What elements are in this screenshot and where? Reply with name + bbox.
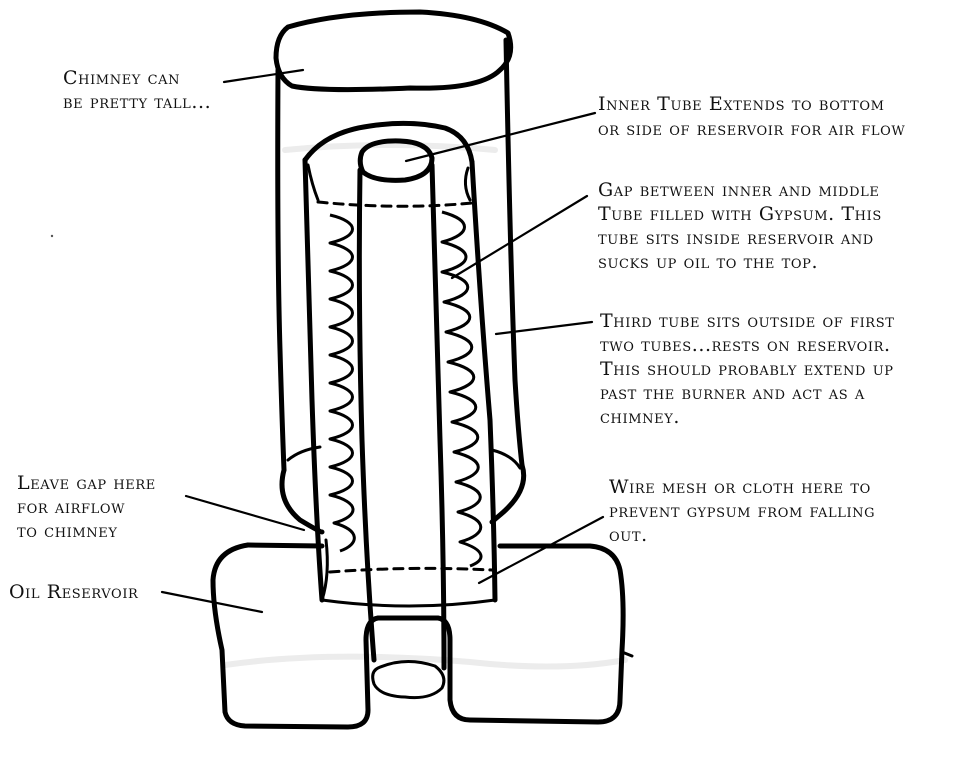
label-gap-gypsum: Gap between inner and middle Tube filled…: [598, 179, 888, 273]
label-wire-mesh: Wire mesh or cloth here to prevent gypsu…: [609, 476, 882, 546]
label-third-tube: Third tube sits outside of first two tub…: [600, 310, 901, 428]
leader-oil-reservoir: [160, 590, 264, 614]
wire-mesh-line: [328, 566, 494, 574]
oil-reservoir-shape: [210, 542, 634, 730]
leader-inner-tube: [404, 111, 597, 163]
label-chimney: Chimney can be pretty tall...: [63, 67, 211, 113]
gypsum-top-line: [316, 200, 474, 208]
leader-chimney: [222, 68, 305, 84]
leader-third-tube: [494, 320, 594, 336]
label-inner-tube: Inner Tube Extends to bottom or side of …: [598, 93, 905, 140]
leader-wire-mesh: [477, 515, 605, 585]
label-oil-reservoir: Oil Reservoir: [9, 581, 139, 603]
leader-gap-gypsum: [450, 194, 589, 280]
label-leave-gap: Leave gap here for airflow to chimney: [17, 472, 162, 542]
leader-leave-gap: [184, 494, 306, 532]
middle-tube-shape: [302, 120, 498, 608]
stray-dot: [50, 234, 54, 238]
gypsum-fill-left: [328, 213, 356, 553]
inner-tube-shape: [356, 138, 447, 671]
background-smudges: [222, 142, 628, 670]
gypsum-fill-right: [440, 210, 483, 568]
leader-lines: [160, 68, 605, 614]
